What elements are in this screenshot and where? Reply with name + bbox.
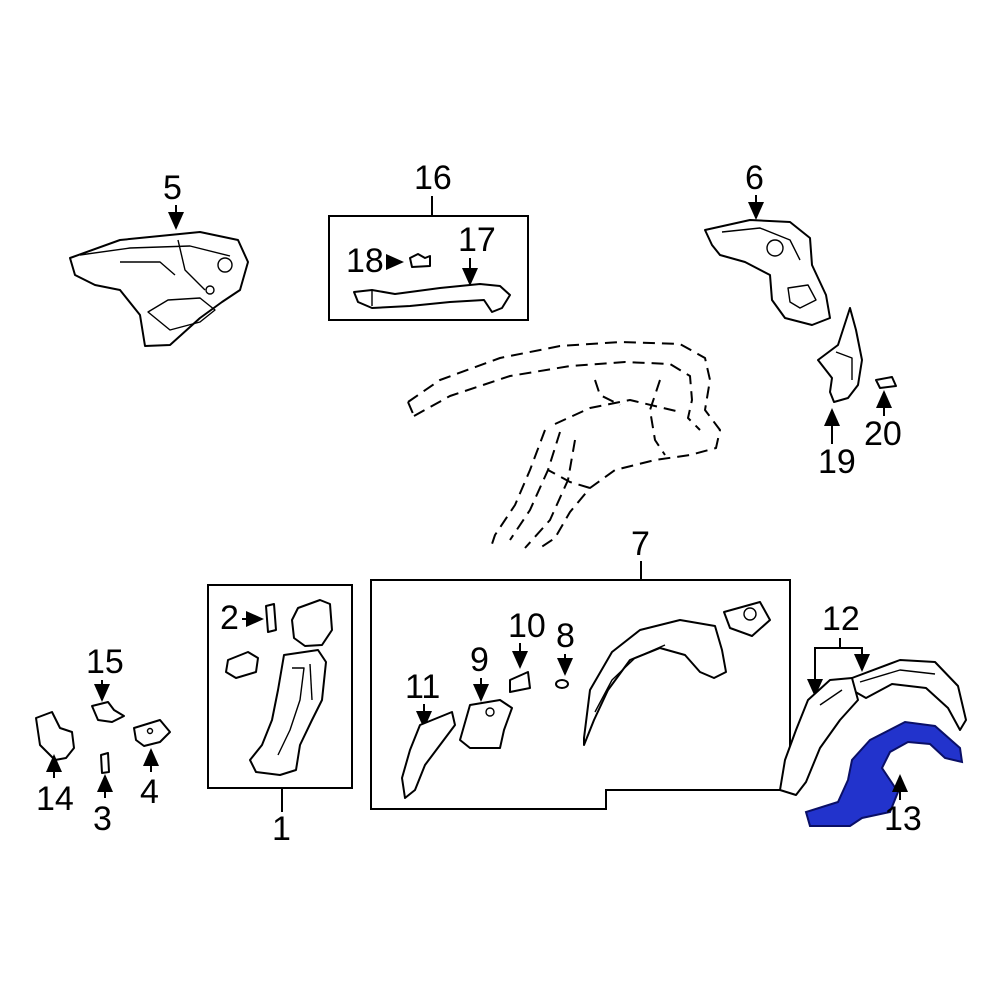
part-2-plate	[265, 603, 277, 633]
callout-7: 7	[631, 525, 650, 563]
callout-14: 14	[36, 780, 74, 818]
box-7	[370, 579, 791, 810]
callout-3: 3	[93, 800, 112, 838]
part-18-clip	[409, 253, 431, 268]
box-1	[207, 584, 353, 789]
callout-12: 12	[822, 600, 860, 638]
part-17-rail	[353, 283, 511, 313]
part-15-bracket	[91, 701, 125, 723]
part-14-bracket	[35, 711, 75, 761]
callout-18: 18	[346, 242, 384, 280]
callout-9: 9	[470, 641, 489, 679]
callout-11: 11	[405, 668, 440, 706]
part-9-bracket	[459, 699, 513, 749]
part-8-plug	[555, 679, 569, 689]
leader-12-right	[840, 647, 870, 672]
callout-13: 13	[884, 800, 922, 838]
part-12-wheelhouse-panels	[779, 659, 967, 796]
callout-15: 15	[86, 643, 124, 681]
callout-2: 2	[220, 599, 239, 637]
part-4-plate	[133, 719, 171, 747]
part-11-reinforcement	[401, 711, 456, 799]
callout-5: 5	[163, 169, 182, 207]
callout-17: 17	[458, 221, 496, 259]
callout-10: 10	[508, 607, 546, 645]
callout-20: 20	[864, 415, 902, 453]
part-10-cap	[509, 671, 531, 693]
part-6-wheelhouse-extension	[704, 219, 831, 326]
leader-12-left	[807, 638, 841, 697]
box-16	[328, 215, 529, 321]
part-20-clip	[875, 376, 897, 389]
callout-1: 1	[272, 810, 291, 848]
callout-4: 4	[140, 773, 159, 811]
part-19-bracket	[817, 307, 863, 403]
part-1-pillar	[225, 599, 333, 776]
part-13-wheelhouse-liner	[804, 720, 964, 827]
callout-8: 8	[556, 617, 575, 655]
callout-19: 19	[818, 443, 856, 481]
callout-6: 6	[745, 159, 764, 197]
part-3-clip	[100, 752, 110, 774]
callout-16: 16	[414, 159, 452, 197]
part-7-inner-wheelhouse	[583, 601, 771, 746]
body-side-reference-outline	[407, 341, 721, 551]
part-5-quarter-inner-panel	[69, 231, 249, 347]
